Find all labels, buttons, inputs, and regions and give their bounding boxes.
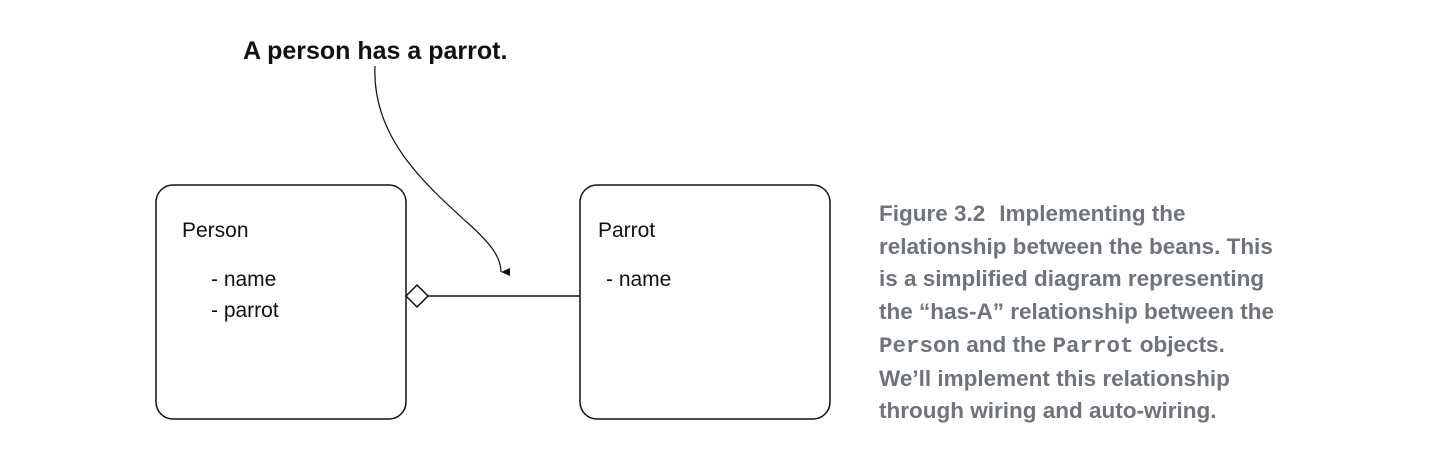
callout-text: A person has a parrot.: [243, 37, 507, 65]
caption-code-person: Person: [879, 332, 961, 359]
caption-line-6: We’ll implement this relationship: [879, 365, 1230, 391]
parrot-title: Parrot: [598, 219, 655, 242]
person-class-box: Person - name - parrot: [155, 184, 407, 420]
caption-objects: objects.: [1133, 331, 1225, 357]
caption-code-parrot: Parrot: [1052, 332, 1134, 359]
aggregation-diamond-icon: [404, 283, 430, 309]
aggregation-connector: [404, 283, 580, 309]
caption-and-the: and the: [960, 331, 1053, 357]
parrot-attribute-name: - name: [606, 268, 671, 291]
person-attribute-name: - name: [211, 268, 276, 291]
figure-number: Figure 3.2: [879, 201, 986, 226]
caption-line-4: the “has-A” relationship between the: [879, 299, 1275, 325]
caption-line-3: is a simplified diagram representing: [879, 266, 1265, 292]
figure-caption: Figure 3.2 Implementing the relationship …: [879, 198, 1399, 428]
caption-line-2: relationship between the beans. This: [879, 233, 1273, 259]
person-title: Person: [182, 219, 249, 242]
callout-arrow: [374, 65, 511, 276]
parrot-class-box: Parrot - name: [579, 184, 831, 420]
caption-line-1: Implementing the: [999, 201, 1186, 226]
person-attribute-parrot: - parrot: [211, 299, 279, 322]
caption-line-7: through wiring and auto-wiring.: [879, 398, 1217, 424]
